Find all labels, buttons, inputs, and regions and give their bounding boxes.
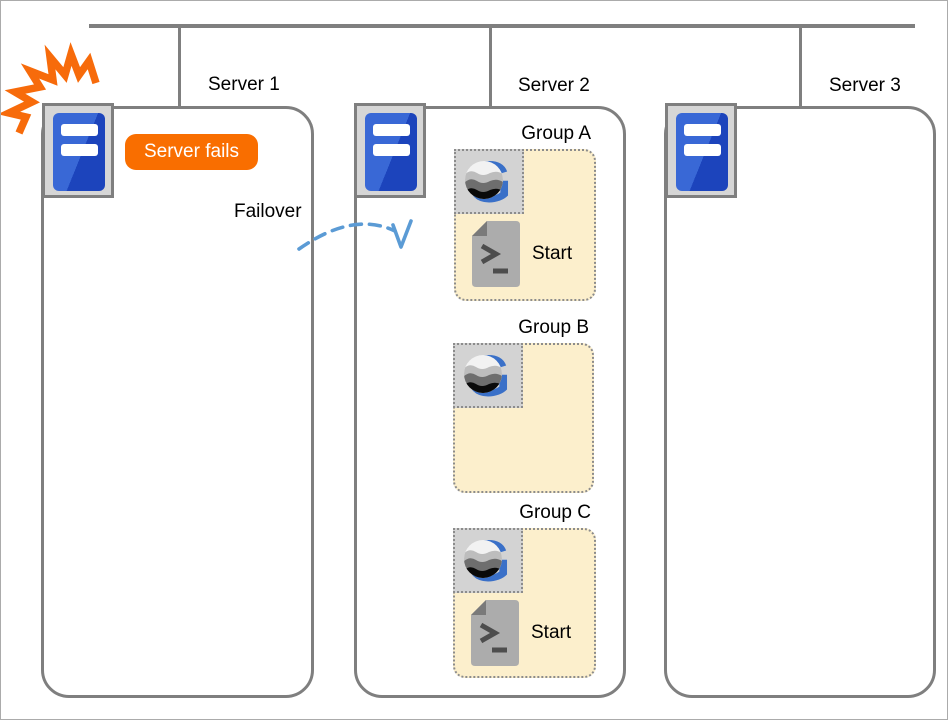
g-logo-icon: G [453, 343, 523, 408]
server1-network-line [178, 26, 181, 106]
failover-arrow-icon [297, 219, 413, 251]
group-a-label: Group A [521, 123, 591, 144]
server-icon-slot [61, 124, 98, 136]
failover-label: Failover [234, 201, 302, 222]
g-logo-graphic: G [465, 151, 512, 212]
group-a-start-row: Start [472, 221, 572, 287]
server2-label: Server 2 [518, 75, 590, 96]
server-icon-slot [61, 144, 98, 156]
server-icon-slot [684, 144, 721, 156]
group-a-box: Group A G [454, 123, 596, 301]
network-bus-line [89, 24, 915, 28]
server-fails-badge: Server fails [125, 134, 258, 170]
server-icon-panel [676, 113, 728, 191]
starburst-crash-icon [1, 42, 100, 135]
group-c-start-label: Start [531, 622, 572, 643]
server2-box: Group A G [354, 106, 626, 698]
server-icon [42, 103, 114, 198]
server1-box [41, 106, 314, 698]
server3-network-line [799, 26, 802, 106]
g-logo-graphic: G [464, 530, 511, 591]
g-logo-icon: G [453, 528, 523, 593]
group-b-box: Group B G [453, 317, 594, 493]
server-icon-panel [365, 113, 417, 191]
group-b-label: Group B [518, 317, 589, 338]
group-c-box: Group C G [453, 502, 596, 678]
script-start-icon [472, 221, 520, 287]
g-logo-graphic: G [464, 345, 511, 406]
server3-label: Server 3 [829, 75, 901, 96]
g-logo-icon: G [454, 149, 524, 214]
server-icon [665, 103, 737, 198]
server-icon-slot [684, 124, 721, 136]
server-icon-slot [373, 144, 410, 156]
server-icon-slot [373, 124, 410, 136]
server3-box [664, 106, 936, 698]
server-icon [354, 103, 426, 198]
group-c-label: Group C [519, 502, 591, 523]
server-icon-panel [53, 113, 105, 191]
server1-label: Server 1 [208, 74, 280, 95]
group-c-start-row: Start [471, 600, 571, 666]
group-a-start-label: Start [532, 243, 573, 264]
server2-network-line [489, 26, 492, 106]
script-start-icon [471, 600, 519, 666]
